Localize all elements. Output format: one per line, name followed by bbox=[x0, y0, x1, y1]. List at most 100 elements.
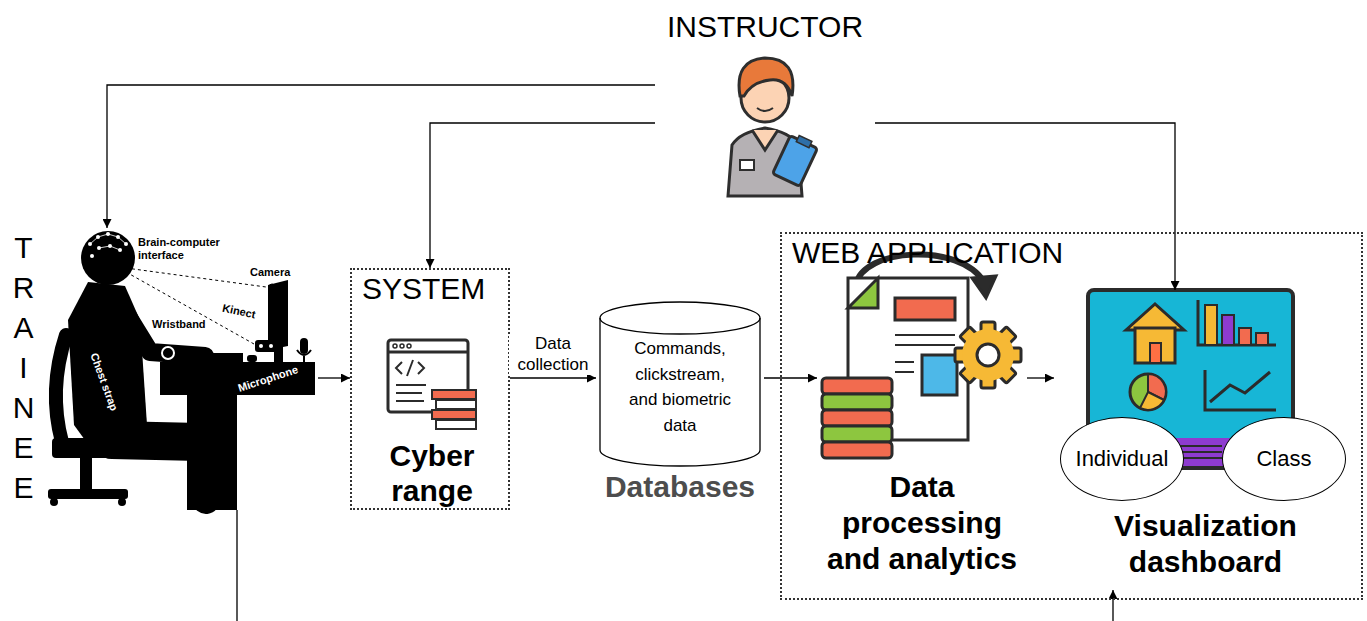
instructor-figure bbox=[739, 58, 793, 96]
device-label: Camera bbox=[250, 266, 290, 279]
component-label: Cyber range bbox=[367, 439, 497, 508]
actor-node: INSTRUCTOR bbox=[655, 8, 875, 198]
instructor-figure bbox=[796, 135, 812, 147]
component-label: Visualization dashboard bbox=[1054, 508, 1357, 580]
trainee-figure bbox=[90, 254, 94, 258]
view-label: Class bbox=[1223, 446, 1345, 472]
cyber-range-icon bbox=[393, 344, 397, 348]
instructor-figure bbox=[773, 136, 818, 187]
dashboard-icon bbox=[1198, 300, 1276, 345]
cyber-range-icon bbox=[388, 340, 476, 429]
instructor-figure bbox=[752, 130, 778, 150]
device-label: Wristband bbox=[152, 318, 206, 331]
trainee-figure bbox=[48, 231, 315, 510]
view-label: Individual bbox=[1061, 446, 1183, 472]
cyber-range-icon bbox=[432, 410, 476, 419]
trainee-figure bbox=[80, 456, 92, 492]
database-cylinder: Commands, clickstream, and biometric dat… bbox=[596, 300, 764, 510]
data-processing-icon bbox=[822, 410, 892, 426]
trainee-figure bbox=[90, 234, 126, 250]
data-processing-icon bbox=[960, 327, 1017, 384]
dashboard-icon bbox=[1205, 305, 1217, 345]
dashboard-icon bbox=[1130, 374, 1166, 410]
dashboard-icon bbox=[1140, 392, 1164, 410]
data-processing-icon bbox=[960, 327, 1017, 384]
trainee-figure bbox=[268, 280, 288, 350]
actor-name: TRAINEE bbox=[10, 228, 37, 508]
flow-arrow bbox=[430, 123, 655, 268]
flow-arrow bbox=[1027, 377, 1054, 378]
cyber-range-icon bbox=[400, 344, 404, 348]
dashboard-icon bbox=[1222, 315, 1234, 345]
data-processing-icon bbox=[822, 442, 892, 458]
component-node: Cyber range bbox=[367, 337, 497, 509]
trainee-figure bbox=[48, 489, 128, 499]
trainee-figure bbox=[269, 344, 273, 348]
store-label: Databases bbox=[596, 470, 764, 504]
trainee-figure bbox=[259, 344, 263, 348]
trainee-figure bbox=[88, 232, 128, 258]
trainee-figure bbox=[255, 340, 277, 352]
dashboard-icon bbox=[1126, 304, 1184, 330]
dashboard-icon bbox=[1150, 343, 1161, 363]
dashboard-icon bbox=[1239, 328, 1251, 345]
cylinder-rim bbox=[600, 318, 760, 334]
data-processing-icon bbox=[895, 344, 955, 346]
cylinder-body bbox=[600, 302, 760, 466]
instructor-figure bbox=[728, 58, 817, 196]
cyber-range-icon bbox=[407, 360, 413, 376]
cyber-range-icon bbox=[432, 390, 476, 399]
cyber-range-icon bbox=[436, 420, 476, 429]
trainee-figure bbox=[247, 355, 257, 362]
trainee-figure bbox=[118, 498, 126, 506]
group-title: SYSTEM bbox=[362, 272, 485, 306]
flow-arrow bbox=[510, 377, 596, 378]
trainee-figure bbox=[187, 393, 237, 510]
cyber-range-icon bbox=[396, 400, 424, 402]
cyber-range-icon bbox=[396, 392, 422, 394]
dashboard-icon bbox=[1135, 328, 1175, 363]
data-processing-icon bbox=[972, 276, 996, 298]
data-processing-icon bbox=[848, 278, 878, 308]
data-processing-icon bbox=[822, 394, 892, 410]
system-group: SYSTEM Cyber range bbox=[350, 268, 510, 510]
store-label: Commands, clickstream, and biometric dat… bbox=[624, 336, 736, 438]
trainee-figure bbox=[269, 284, 275, 290]
data-processing-icon bbox=[895, 361, 914, 363]
trainee-figure bbox=[297, 350, 311, 362]
component-node: Data processing and analytics bbox=[817, 264, 1027, 594]
cyber-range-icon bbox=[436, 400, 476, 409]
flow-arrow bbox=[764, 377, 817, 378]
view-ellipse: Individual bbox=[1060, 417, 1184, 501]
component-node: Visualization dashboard Individual Class bbox=[1054, 290, 1357, 590]
data-processing-icon bbox=[822, 378, 892, 394]
data-processing-icon bbox=[895, 298, 955, 320]
trainee-figure bbox=[300, 338, 308, 354]
cyber-range-icon bbox=[418, 362, 424, 374]
device-label: Brain-computer interface bbox=[138, 236, 230, 262]
trainee-figure bbox=[81, 231, 135, 285]
trainee-figure bbox=[162, 347, 174, 359]
cyber-range-icon bbox=[396, 384, 426, 386]
dashboard-icon bbox=[1205, 370, 1276, 410]
cylinder-outline bbox=[596, 300, 764, 470]
web-app-group: WEB APPLICATIONData processing and analy… bbox=[780, 232, 1363, 600]
edge-label: Data collection bbox=[509, 334, 597, 375]
trainee-figure bbox=[118, 300, 205, 356]
cyber-range-icon bbox=[388, 351, 468, 354]
trainee-figure bbox=[56, 335, 66, 442]
instructor-figure bbox=[740, 160, 754, 170]
data-processing-icon bbox=[962, 329, 1014, 381]
trainee-figure bbox=[50, 498, 58, 506]
cyber-range-icon bbox=[407, 344, 411, 348]
device-label: Kinect bbox=[221, 302, 257, 322]
data-processing-icon bbox=[977, 344, 999, 366]
data-processing-icon bbox=[895, 371, 914, 373]
cyber-range-icon bbox=[396, 362, 402, 374]
data-processing-icon bbox=[822, 426, 892, 442]
trainee-figure bbox=[160, 362, 315, 395]
instructor-figure bbox=[757, 108, 773, 111]
flow-arrow bbox=[318, 377, 350, 378]
view-ellipse: Class bbox=[1222, 417, 1346, 501]
